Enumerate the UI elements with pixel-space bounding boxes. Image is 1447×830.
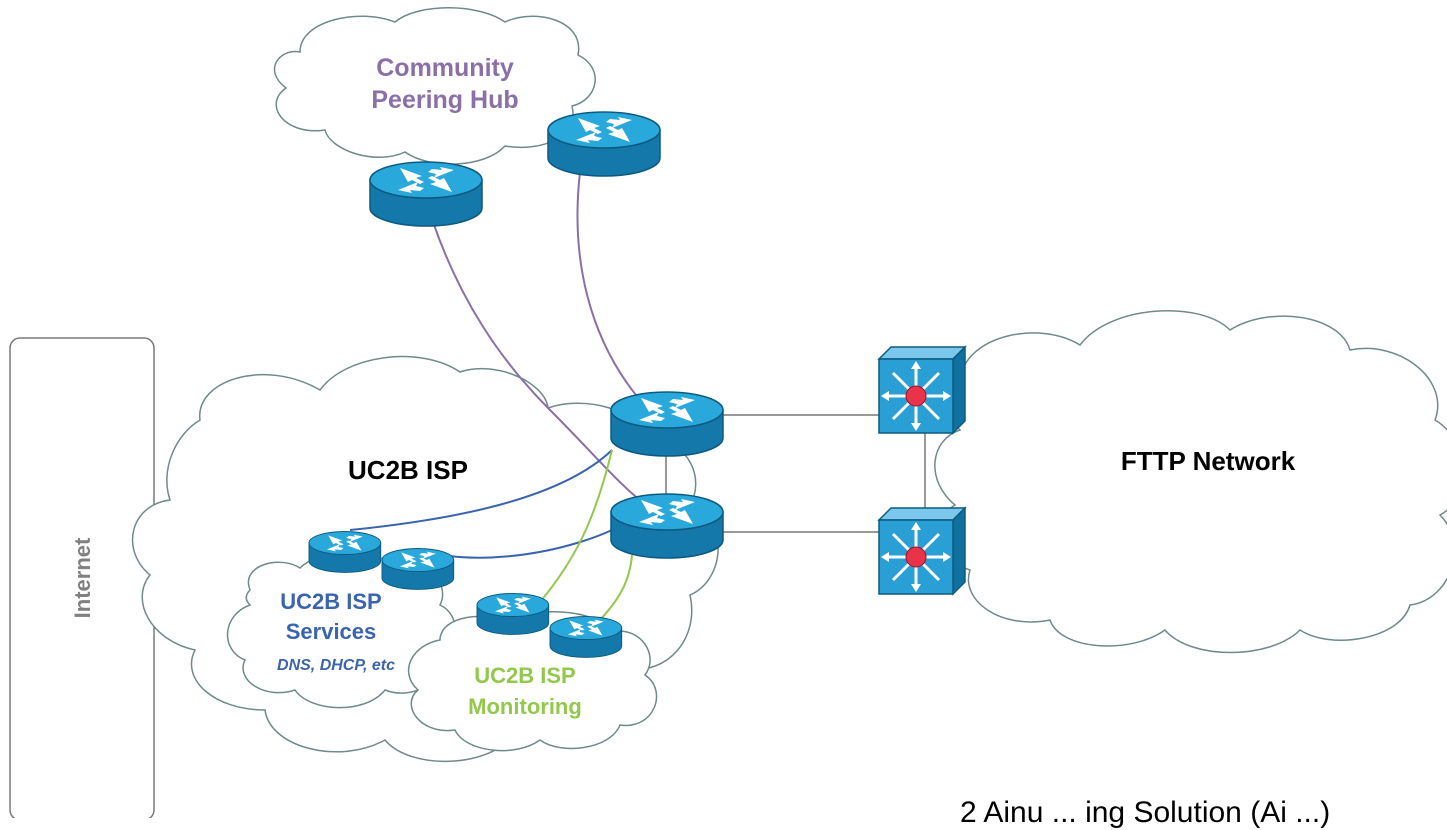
router-icon [369, 161, 483, 227]
services-sub-label: DNS, DHCP, etc [277, 657, 395, 674]
router-icon [610, 391, 724, 457]
footer-text: 2 Ainu ... ing Solution (Ai ...) [960, 796, 1331, 829]
router-icon [547, 111, 661, 177]
peering-links [432, 171, 641, 501]
community-hub-label-1: Community [376, 54, 514, 82]
switch-icon [877, 345, 967, 435]
fttp-cloud [934, 309, 1447, 654]
fttp-label: FTTP Network [1121, 446, 1296, 476]
router-icon [308, 530, 382, 573]
internet-label: Internet [70, 537, 95, 618]
services-label-2: Services [286, 619, 377, 644]
services-label-1: UC2B ISP [280, 589, 381, 614]
services-links [349, 449, 613, 559]
router-icon [610, 493, 724, 559]
router-icon [549, 615, 623, 658]
monitoring-label-1: UC2B ISP [474, 663, 575, 688]
monitoring-label-2: Monitoring [468, 694, 582, 719]
router-icon [476, 592, 550, 635]
uc2b-isp-label: UC2B ISP [348, 455, 468, 485]
switch-icon [877, 506, 967, 596]
router-icon [381, 547, 455, 590]
community-hub-label-2: Peering Hub [371, 86, 518, 114]
